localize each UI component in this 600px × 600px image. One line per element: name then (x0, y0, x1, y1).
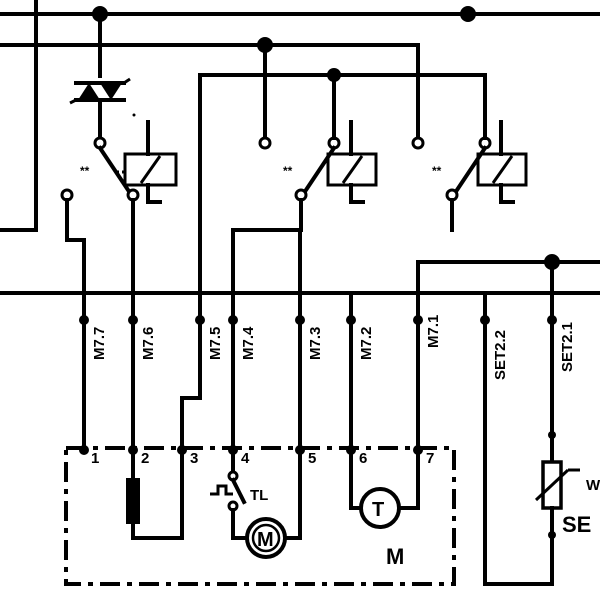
terminal-2: 2 (141, 450, 149, 467)
relay-3: ** (411, 120, 528, 204)
wire-label-m73: M7.3 (307, 327, 324, 360)
heater-element-icon (126, 478, 140, 524)
wire-label-m75: M7.5 (207, 327, 224, 360)
terminal-4: 4 (241, 450, 250, 467)
bus-connectors (79, 315, 557, 325)
relay-common-line (198, 73, 487, 140)
wire-label-m77: M7.7 (91, 327, 108, 360)
wire-label-m72: M7.2 (358, 327, 375, 360)
terminal-1: 1 (91, 450, 99, 467)
relay-2: ** (258, 120, 378, 204)
terminal-7: 7 (426, 450, 434, 467)
sensor-arrow-label: W (586, 477, 600, 494)
module-box (64, 446, 456, 586)
wire-label-m76: M7.6 (140, 327, 157, 360)
relay-1-mark: ** (80, 164, 90, 178)
wire-label-set22: SET2.2 (492, 330, 509, 380)
terminal-3: 3 (190, 450, 198, 467)
heater-lead-bottom (131, 448, 184, 540)
module-label: M (386, 544, 404, 569)
motor-label: M (257, 529, 274, 551)
timer-label: T (372, 499, 384, 521)
wire-m77 (65, 198, 86, 452)
sensor-connector-top (548, 431, 556, 439)
thermal-limiter-label: TL (250, 487, 268, 504)
wire-label-m74: M7.4 (240, 326, 257, 360)
wire-m75 (180, 73, 202, 452)
wire-m71 (416, 260, 600, 452)
wire-label-m71: M7.1 (425, 315, 442, 348)
triac-icon (69, 77, 131, 105)
relay-2-mark: ** (283, 164, 293, 178)
thermal-limiter-icon (210, 470, 247, 512)
timer-lead-left (349, 448, 363, 510)
terminal-6: 6 (359, 450, 367, 467)
sensor-label: SE (562, 512, 591, 537)
timer-lead-right (397, 448, 420, 510)
motor-lead-left (231, 508, 249, 540)
motor-lead-right (283, 448, 302, 540)
sensor-arrow-line (534, 468, 570, 502)
relay-1: ** (60, 120, 178, 204)
wire-label-set21: SET2.1 (559, 322, 576, 372)
relay-3-mark: ** (432, 164, 442, 178)
junction-top-2 (460, 6, 476, 22)
dot-mark (132, 113, 136, 117)
wire-m74 (231, 198, 303, 452)
wire-set22 (483, 291, 554, 586)
terminal-5: 5 (308, 450, 316, 467)
